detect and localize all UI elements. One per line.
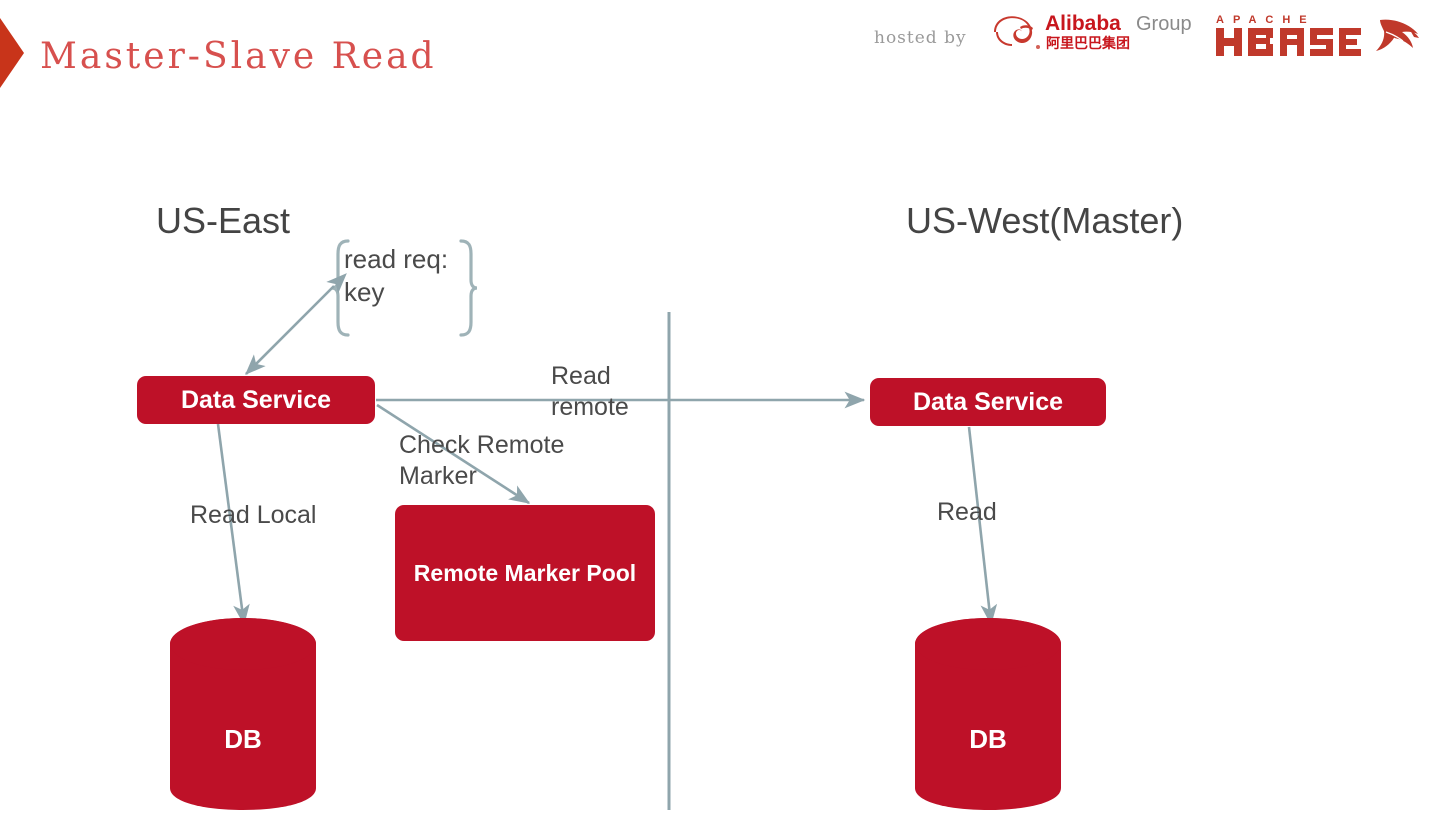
edge-label-read-local: Read Local [190, 501, 317, 529]
edge-label-read-req: read req: key [344, 244, 449, 307]
cylinder-shape-east [170, 618, 316, 810]
alibaba-wordmark: Alibaba [1045, 12, 1121, 35]
alibaba-group-logo: Alibaba Group 阿里巴巴集团 [994, 12, 1192, 52]
brace-right-icon [459, 239, 478, 337]
cylinder-shape-west [915, 618, 1061, 810]
page-title: Master-Slave Read [40, 36, 437, 77]
alibaba-group-word: Group [1136, 13, 1192, 35]
edge-label-check-remote-marker: Check Remote Marker [399, 431, 565, 491]
edge-label-read-remote: Read remote [551, 362, 629, 422]
node-db-west-label: DB [969, 724, 1007, 754]
node-db-west[interactable]: DB [915, 618, 1061, 810]
node-db-east-label: DB [224, 724, 262, 754]
node-data-service-west[interactable]: Data Service [870, 378, 1106, 426]
hosted-by-label: hosted by [874, 28, 967, 48]
node-db-east[interactable]: DB [170, 618, 316, 810]
edge-read-req [245, 273, 347, 375]
node-remote-marker-pool[interactable]: Remote Marker Pool [395, 505, 655, 641]
hbase-apache-text: APACHE [1216, 14, 1316, 26]
alibaba-chinese-name: 阿里巴巴集团 [1046, 35, 1130, 52]
region-label-us-west: US-West(Master) [906, 200, 1184, 241]
chevron-right-icon [0, 18, 24, 88]
apache-hbase-logo: APACHE [1216, 14, 1419, 56]
edge-label-read-west: Read [937, 498, 997, 526]
hbase-orca-icon [1376, 19, 1419, 51]
region-label-us-east: US-East [156, 200, 291, 241]
node-data-service-east[interactable]: Data Service [137, 376, 375, 424]
hbase-wordmark [1216, 28, 1361, 56]
